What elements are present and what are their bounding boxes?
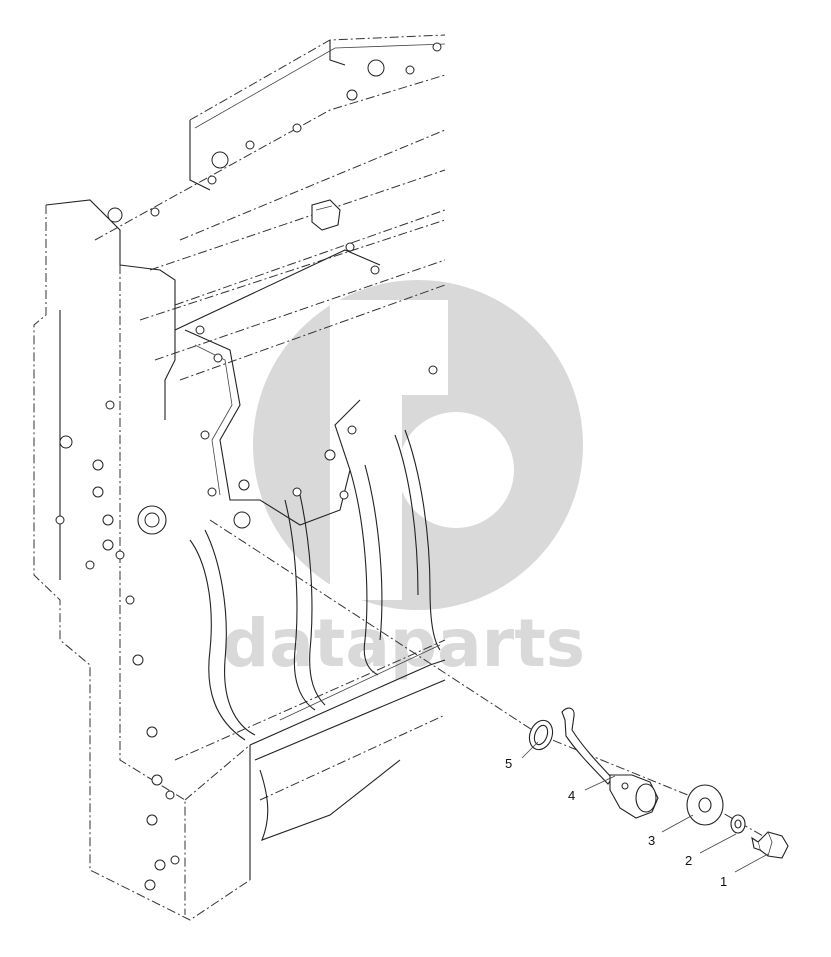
- part-4-tube-fitting: [561, 707, 659, 819]
- callout-5: 5: [505, 756, 512, 771]
- engine-block: [33, 34, 446, 921]
- callout-leaders: [521, 741, 769, 873]
- part-1-hex-bolt: [751, 831, 789, 859]
- callout-3: 3: [648, 833, 655, 848]
- part-5-seal-ring: [528, 719, 554, 751]
- callout-1: 1: [720, 874, 727, 889]
- callout-2: 2: [685, 853, 692, 868]
- explosion-axis-line: [209, 519, 771, 841]
- watermark-text: dataparts: [222, 605, 585, 682]
- callout-4: 4: [568, 788, 575, 803]
- part-2-sealing-washer: [730, 814, 746, 834]
- part-3-washer: [686, 784, 724, 826]
- watermark-logo: [253, 280, 583, 610]
